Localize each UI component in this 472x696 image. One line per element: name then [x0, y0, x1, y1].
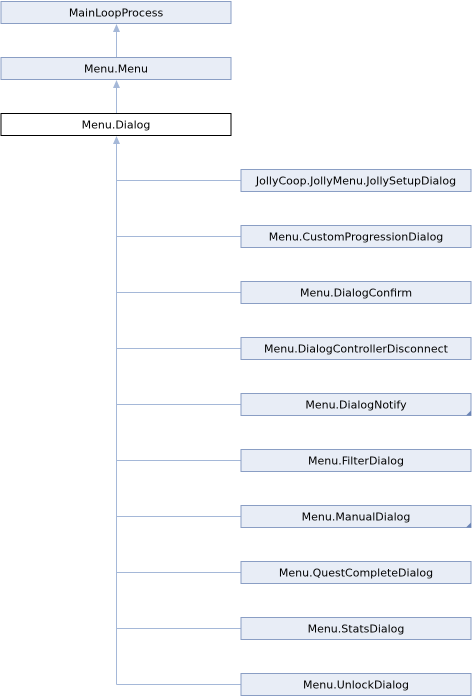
- class-node-jollysetupdialog[interactable]: JollyCoop.JollyMenu.JollySetupDialog: [240, 169, 472, 192]
- class-node-manualdialog-box: [240, 505, 472, 528]
- class-node-filterdialog-box: [240, 449, 472, 472]
- more-subclasses-icon: [466, 522, 471, 528]
- class-node-customprogressiondialog-label: Menu.CustomProgressionDialog: [269, 231, 444, 244]
- class-node-filterdialog[interactable]: Menu.FilterDialog: [240, 449, 472, 472]
- class-node-dialogconfirm[interactable]: Menu.DialogConfirm: [240, 281, 472, 304]
- class-node-dialogconfirm-box: [240, 281, 472, 304]
- class-node-dialognotify-label: Menu.DialogNotify: [305, 399, 407, 412]
- class-node-customprogressiondialog[interactable]: Menu.CustomProgressionDialog: [240, 225, 472, 248]
- class-node-mainloopprocess[interactable]: MainLoopProcess: [0, 1, 232, 24]
- class-node-questcompletedialog-label: Menu.QuestCompleteDialog: [279, 567, 433, 580]
- class-node-menu-menu-box: [0, 57, 232, 80]
- class-node-dialogcontrollerdisconnect-label: Menu.DialogControllerDisconnect: [264, 343, 449, 356]
- class-node-jollysetupdialog-label: JollyCoop.JollyMenu.JollySetupDialog: [255, 175, 456, 188]
- class-node-statsdialog-label: Menu.StatsDialog: [308, 623, 405, 636]
- class-node-dialogconfirm-label: Menu.DialogConfirm: [300, 287, 412, 300]
- class-node-menu-menu-label: Menu.Menu: [84, 63, 148, 76]
- class-node-dialognotify[interactable]: Menu.DialogNotify: [240, 393, 472, 416]
- current-class-node-box: [0, 113, 232, 136]
- class-node-manualdialog-label: Menu.ManualDialog: [302, 511, 411, 524]
- class-node-questcompletedialog[interactable]: Menu.QuestCompleteDialog: [240, 561, 472, 584]
- edges-layer: [113, 24, 241, 685]
- class-node-filterdialog-label: Menu.FilterDialog: [308, 455, 404, 468]
- class-node-dialogcontrollerdisconnect[interactable]: Menu.DialogControllerDisconnect: [240, 337, 472, 360]
- class-node-mainloopprocess-label: MainLoopProcess: [69, 7, 164, 20]
- class-node-manualdialog[interactable]: Menu.ManualDialog: [240, 505, 472, 528]
- class-node-customprogressiondialog-box: [240, 225, 472, 248]
- class-node-unlockdialog-label: Menu.UnlockDialog: [303, 679, 409, 692]
- class-node-jollysetupdialog-box: [240, 169, 472, 192]
- more-subclasses-icon: [466, 410, 471, 416]
- inheritance-arrow: [113, 136, 120, 144]
- inheritance-arrow: [113, 80, 120, 88]
- current-class-node: Menu.Dialog: [0, 113, 232, 136]
- class-node-questcompletedialog-box: [240, 561, 472, 584]
- class-node-statsdialog-box: [240, 617, 472, 640]
- class-node-dialogcontrollerdisconnect-box: [240, 337, 472, 360]
- class-node-unlockdialog[interactable]: Menu.UnlockDialog: [240, 673, 472, 696]
- class-node-mainloopprocess-box: [0, 1, 232, 24]
- class-node-dialognotify-box: [240, 393, 472, 416]
- class-node-statsdialog[interactable]: Menu.StatsDialog: [240, 617, 472, 640]
- current-class-node-label: Menu.Dialog: [82, 119, 151, 132]
- inheritance-arrow: [113, 24, 120, 32]
- class-node-menu-menu[interactable]: Menu.Menu: [0, 57, 232, 80]
